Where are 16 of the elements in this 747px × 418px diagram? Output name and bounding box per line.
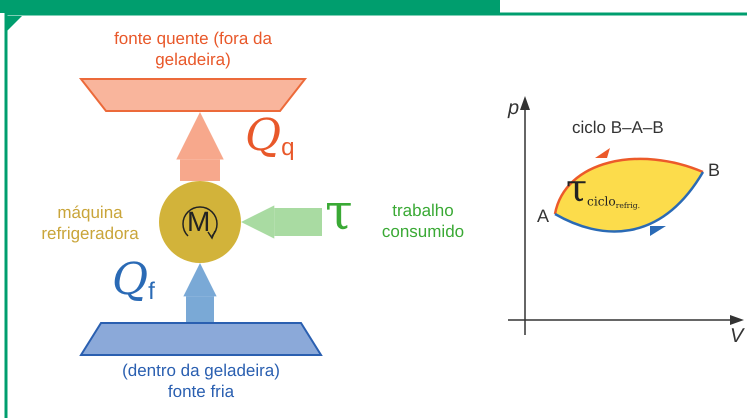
point-label: A <box>537 206 550 228</box>
node-label: M <box>187 206 210 238</box>
arrow <box>241 205 322 239</box>
edge-label: Q$_{f}$ <box>112 253 155 307</box>
axis-label: p <box>508 96 520 120</box>
node-label: trabalho consumido <box>380 200 466 242</box>
node-label: (dentro da geladeira) fonte fria <box>121 360 281 402</box>
point-label: B <box>708 160 720 182</box>
node-label: fonte quente (fora da geladeira) <box>113 28 273 70</box>
arrow <box>176 112 224 181</box>
arrow <box>183 263 217 322</box>
work-symbol: τ <box>325 182 353 242</box>
axis-label: V <box>730 324 744 348</box>
chart-title: ciclo B–A–B <box>572 118 664 138</box>
edge-label: Q$_{q}$ <box>245 109 295 163</box>
engine-caption: máquina refrigeradora <box>40 202 140 244</box>
